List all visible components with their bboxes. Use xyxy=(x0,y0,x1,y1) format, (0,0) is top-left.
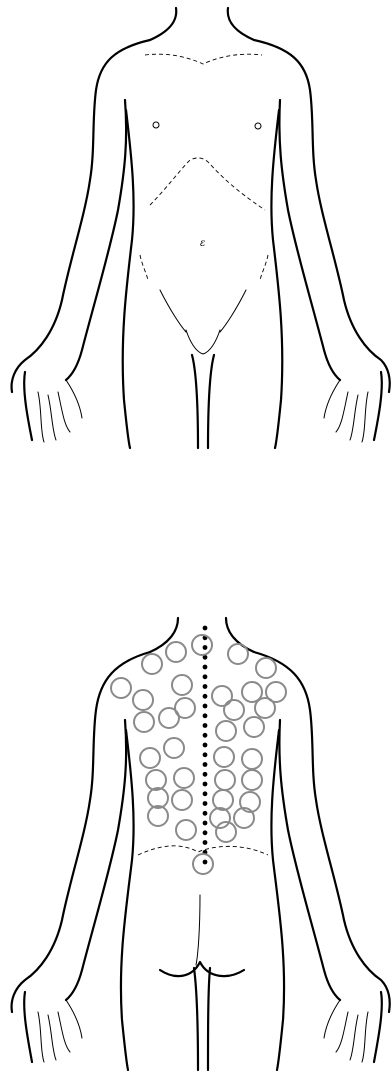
spine-dot xyxy=(203,713,208,718)
spine-dot xyxy=(203,723,208,728)
spine-dot xyxy=(203,752,208,757)
front-legs-inner xyxy=(192,355,214,448)
marker-circle xyxy=(146,770,166,790)
spine-dot xyxy=(203,645,208,650)
back-right-hand-outer xyxy=(374,992,382,1062)
marker-circle xyxy=(159,708,179,728)
marker-circle xyxy=(228,644,248,664)
marker-circle xyxy=(256,658,276,678)
front-collarbones xyxy=(145,54,262,64)
marker-circle xyxy=(174,768,194,788)
marker-circle xyxy=(172,790,192,810)
spine-dot xyxy=(203,733,208,738)
front-right-hand-outer xyxy=(374,372,382,440)
front-right-fingers xyxy=(324,380,368,442)
marker-circle xyxy=(244,717,264,737)
back-legs-inner xyxy=(194,968,210,1070)
back-left-hand-outer xyxy=(24,992,32,1062)
spine-dot xyxy=(203,830,208,835)
marker-circle xyxy=(164,738,184,758)
spine-dot xyxy=(203,743,208,748)
spine-dot xyxy=(203,762,208,767)
back-neck-left xyxy=(150,618,178,652)
front-left-nipple xyxy=(153,122,159,128)
front-waist-marks xyxy=(140,255,268,280)
spine-dot xyxy=(203,840,208,845)
spine-dot xyxy=(203,821,208,826)
spine-dot xyxy=(203,860,208,865)
back-left-arm-inner xyxy=(66,720,126,1000)
spine-dot xyxy=(203,801,208,806)
front-body-outline: ε xyxy=(0,0,391,450)
marker-circle xyxy=(214,747,234,767)
front-neck-right xyxy=(228,8,254,40)
marker-circle xyxy=(140,748,160,768)
marker-circle xyxy=(142,654,162,674)
back-left-arm-outer xyxy=(12,652,150,1012)
spine-dot xyxy=(203,674,208,679)
marker-circle xyxy=(242,749,262,769)
marker-circle xyxy=(176,820,196,840)
marker-circle xyxy=(216,721,236,741)
marker-circle xyxy=(224,700,244,720)
front-ribcage xyxy=(150,158,265,210)
spine-dot xyxy=(203,704,208,709)
back-body-outline xyxy=(0,610,391,1071)
spine-dot xyxy=(203,782,208,787)
front-hip-lines xyxy=(160,290,246,332)
marker-circle xyxy=(212,686,232,706)
front-left-hand-outer xyxy=(24,372,32,440)
spine-dot xyxy=(203,811,208,816)
back-buttocks xyxy=(160,962,244,976)
marker-circle xyxy=(192,635,212,655)
front-neck-left xyxy=(150,8,176,40)
front-left-arm-outer xyxy=(12,40,150,392)
back-body-view xyxy=(0,610,391,1071)
spine-dot xyxy=(203,791,208,796)
front-right-nipple xyxy=(255,123,261,129)
marker-circle xyxy=(215,770,235,790)
spine-dot xyxy=(203,665,208,670)
marker-circle xyxy=(111,678,131,698)
spine-dot xyxy=(203,694,208,699)
back-right-fingers xyxy=(324,1000,368,1062)
marker-circle xyxy=(255,698,275,718)
back-left-fingers xyxy=(38,1000,82,1062)
front-groin xyxy=(186,330,220,354)
marker-circle xyxy=(166,642,186,662)
back-right-arm-inner xyxy=(279,720,340,1000)
front-left-fingers xyxy=(38,380,82,442)
marker-circle xyxy=(172,675,192,695)
marker-circle xyxy=(193,854,213,874)
spine-dot xyxy=(203,626,208,631)
front-navel: ε xyxy=(200,238,205,249)
back-torso-left xyxy=(121,730,134,1070)
marker-circle xyxy=(134,712,154,732)
marker-circle xyxy=(133,690,153,710)
front-right-arm-inner xyxy=(279,100,340,380)
spine-dot xyxy=(203,772,208,777)
spine-dot xyxy=(203,684,208,689)
marker-circle xyxy=(213,790,233,810)
front-left-arm-inner xyxy=(66,100,126,380)
marker-circle xyxy=(242,770,262,790)
front-body-view: ε xyxy=(0,0,391,450)
back-gluteal-cleft xyxy=(196,895,200,965)
back-marker-group xyxy=(111,626,286,874)
